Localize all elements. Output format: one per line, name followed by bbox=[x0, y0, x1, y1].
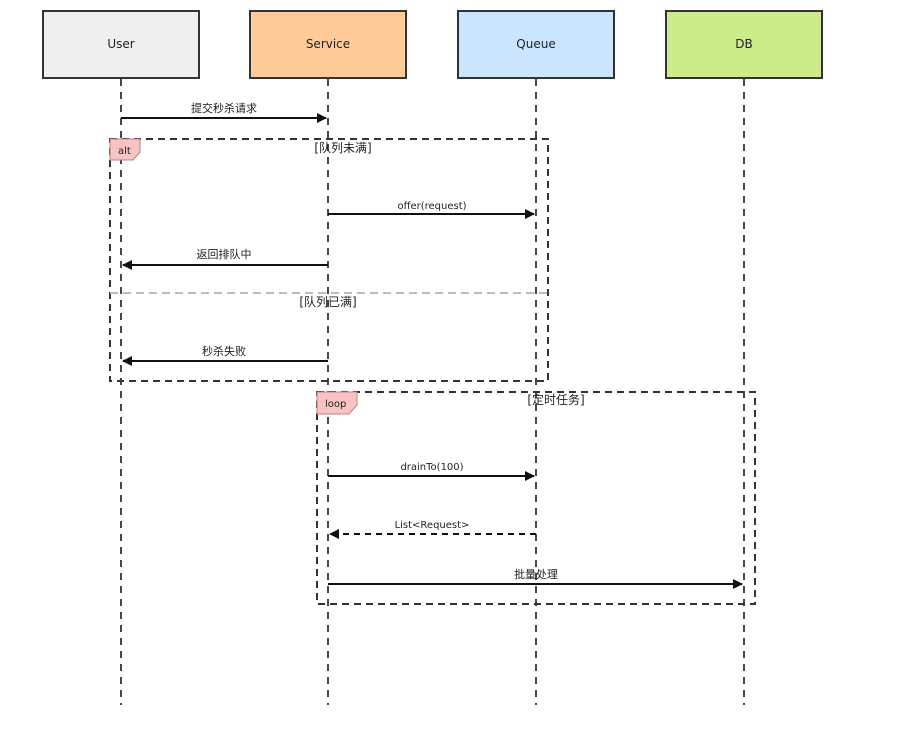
message-batch-label: 批量处理 bbox=[514, 567, 558, 581]
fragment-alt-else-condition: [队列已满] bbox=[299, 294, 356, 309]
message-list-label: List<Request> bbox=[395, 520, 470, 531]
fragment-loop: loop [定时任务] bbox=[316, 391, 756, 605]
participant-db[interactable]: DB bbox=[665, 10, 823, 79]
fragment-loop-condition: [定时任务] bbox=[527, 392, 584, 407]
fragment-alt-condition: [队列未满] bbox=[314, 140, 371, 155]
participant-db-label: DB bbox=[735, 37, 752, 51]
participant-queue-box bbox=[457, 10, 615, 79]
participant-queue-label: Queue bbox=[516, 37, 555, 51]
message-fail-label: 秒杀失败 bbox=[202, 344, 246, 358]
participant-user-box bbox=[42, 10, 200, 79]
participant-service[interactable]: Service bbox=[249, 10, 407, 79]
participant-queue[interactable]: Queue bbox=[457, 10, 615, 79]
message-offer: offer(request) bbox=[328, 201, 535, 219]
message-submit-label: 提交秒杀请求 bbox=[191, 101, 257, 115]
message-submit: 提交秒杀请求 bbox=[121, 101, 327, 123]
participant-db-box bbox=[665, 10, 823, 79]
fragment-alt-tag bbox=[109, 138, 141, 161]
message-offer-label: offer(request) bbox=[397, 201, 466, 212]
fragment-loop-frame bbox=[316, 391, 756, 605]
message-queued-label: 返回排队中 bbox=[197, 247, 252, 261]
message-fail: 秒杀失败 bbox=[122, 344, 328, 366]
fragment-loop-keyword: loop bbox=[325, 399, 346, 410]
fragment-alt-keyword: alt bbox=[118, 146, 131, 157]
participant-service-label: Service bbox=[306, 37, 350, 51]
message-batch: 批量处理 bbox=[328, 567, 743, 589]
participant-user-label: User bbox=[107, 37, 134, 51]
fragment-loop-tag bbox=[316, 391, 358, 415]
message-list: List<Request> bbox=[329, 520, 536, 539]
fragment-alt: alt [队列未满] [队列已满] bbox=[109, 138, 549, 382]
message-drain-label: drainTo(100) bbox=[400, 462, 463, 473]
message-drain: drainTo(100) bbox=[328, 462, 535, 481]
participant-service-box bbox=[249, 10, 407, 79]
message-queued: 返回排队中 bbox=[122, 247, 328, 270]
fragment-alt-frame bbox=[109, 138, 549, 382]
participant-user[interactable]: User bbox=[42, 10, 200, 79]
